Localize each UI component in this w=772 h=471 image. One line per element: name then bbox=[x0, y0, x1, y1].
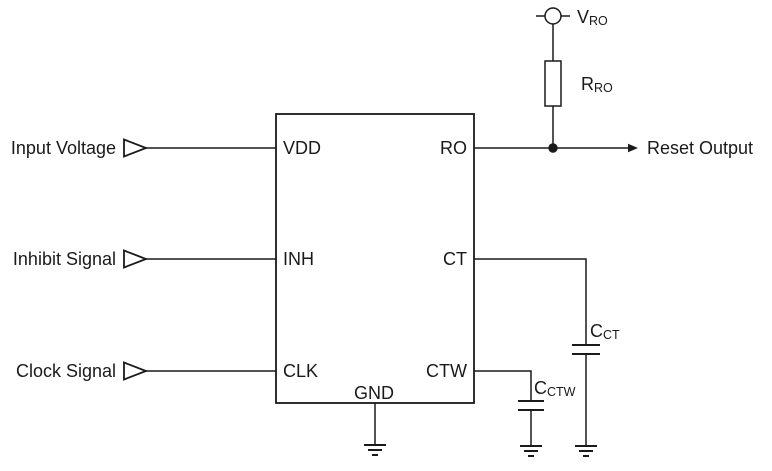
r-ro-subscript: RO bbox=[594, 81, 613, 95]
buffer-triangle-icon bbox=[123, 138, 149, 158]
reset-output-label: Reset Output bbox=[647, 138, 753, 158]
resistor-icon bbox=[544, 60, 562, 107]
pullup-branch: VRO RRO bbox=[536, 7, 613, 148]
c-ct-symbol: C bbox=[590, 321, 603, 341]
ground-icon bbox=[364, 444, 386, 456]
c-ctw-subscript: CTW bbox=[547, 385, 576, 399]
pin-label-gnd: GND bbox=[354, 383, 394, 403]
pin-label-ct: CT bbox=[443, 249, 467, 269]
pin-label-ro: RO bbox=[440, 138, 467, 158]
input-voltage-label: Input Voltage bbox=[11, 138, 116, 158]
input-row-clock-signal: Clock Signal bbox=[16, 361, 276, 381]
capacitor-icon-cct bbox=[572, 344, 600, 355]
buffer-triangle-icon bbox=[123, 361, 149, 381]
ground-icon bbox=[575, 445, 597, 457]
buffer-triangle-icon bbox=[123, 249, 149, 269]
ct-wire bbox=[474, 258, 587, 345]
input-row-input-voltage: Input Voltage bbox=[11, 138, 276, 158]
pin-label-vdd: VDD bbox=[283, 138, 321, 158]
ctw-wire bbox=[474, 370, 532, 401]
c-ct-subscript: CT bbox=[603, 328, 620, 342]
c-ctw-label: CCTW bbox=[534, 378, 576, 399]
v-ro-label: VRO bbox=[577, 7, 608, 28]
gnd-branch bbox=[364, 403, 386, 456]
ctw-branch: CCTW bbox=[474, 370, 576, 457]
arrowhead-icon bbox=[628, 143, 638, 153]
supply-terminal-icon bbox=[536, 7, 570, 25]
reset-output-net: Reset Output bbox=[474, 138, 753, 158]
pin-label-ctw: CTW bbox=[426, 361, 467, 381]
ground-icon bbox=[520, 445, 542, 457]
v-ro-symbol: V bbox=[577, 7, 589, 27]
v-ro-subscript: RO bbox=[589, 14, 608, 28]
input-row-inhibit-signal: Inhibit Signal bbox=[13, 249, 276, 269]
ic-block: VDD INH CLK RO CT CTW GND bbox=[275, 113, 475, 404]
c-ct-label: CCT bbox=[590, 321, 620, 342]
pin-label-inh: INH bbox=[283, 249, 314, 269]
clock-signal-label: Clock Signal bbox=[16, 361, 116, 381]
r-ro-symbol: R bbox=[581, 74, 594, 94]
supply-circle bbox=[544, 7, 562, 25]
ct-branch: CCT bbox=[474, 258, 620, 457]
pin-label-clk: CLK bbox=[283, 361, 318, 381]
c-ctw-symbol: C bbox=[534, 378, 547, 398]
r-ro-label: RRO bbox=[581, 74, 613, 95]
inhibit-signal-label: Inhibit Signal bbox=[13, 249, 116, 269]
capacitor-icon-cctw bbox=[518, 400, 544, 411]
ic-body bbox=[275, 113, 475, 404]
